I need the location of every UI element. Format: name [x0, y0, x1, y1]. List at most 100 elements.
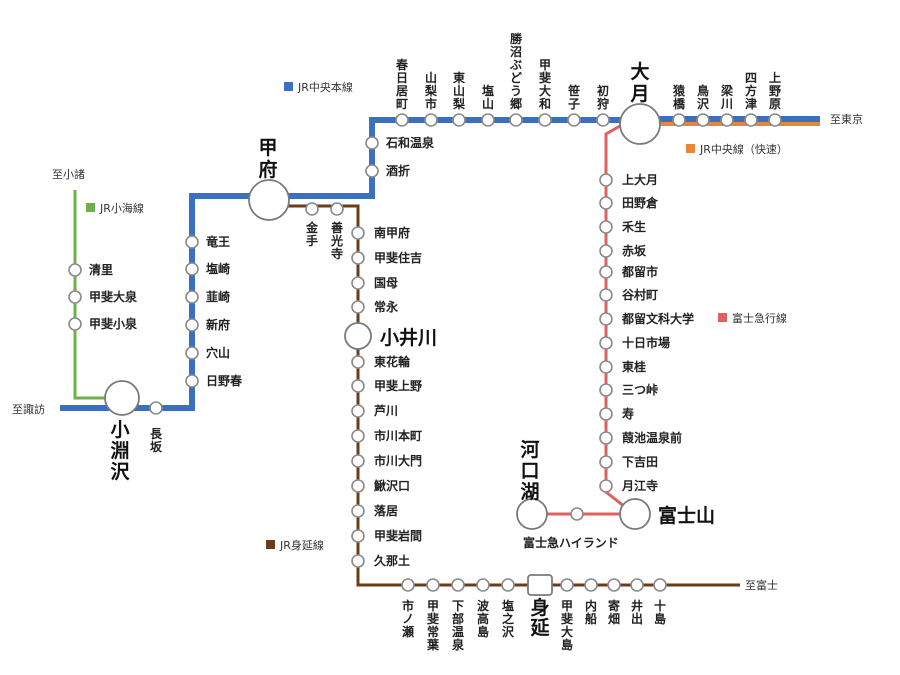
station-marker [607, 578, 621, 592]
hub-koigawa-label: 小井川 [380, 327, 437, 349]
station-marker [351, 404, 365, 418]
station-label: 赤坂 [622, 243, 647, 258]
station-label: 東桂 [622, 359, 646, 374]
station-label: 三つ峠 [622, 382, 658, 397]
station-marker [365, 164, 379, 178]
legend-fujikyu-swatch [718, 313, 727, 322]
hub-kawaguchiko-text: 河口湖 [520, 439, 539, 503]
station-label: 東花輪 [374, 354, 411, 369]
station-marker [599, 360, 613, 374]
station-label: 禾生 [622, 219, 646, 234]
station-label-vertical: 甲斐大和 [538, 58, 551, 111]
hub-kawaguchiko-marker [516, 498, 548, 530]
station-label-vertical: 下部温泉 [452, 599, 465, 652]
direction-fuji: 至富士 [745, 578, 778, 592]
station-label: 月江寺 [621, 478, 658, 493]
station-marker [560, 578, 574, 592]
station-label: 落居 [374, 503, 398, 518]
station-marker [452, 113, 466, 127]
station-label-vertical: 東山梨 [452, 70, 465, 111]
station-label: 田野倉 [622, 195, 659, 210]
station-label: 都留市 [621, 264, 658, 279]
station-marker [365, 136, 379, 150]
station-label: 久那土 [374, 553, 410, 568]
station-marker [351, 379, 365, 393]
station-marker [672, 113, 686, 127]
legend-koumi-label: JR小海線 [99, 201, 144, 215]
station-label: 日野春 [206, 373, 243, 388]
hub-kofu-marker [248, 179, 290, 221]
station-marker [570, 507, 584, 521]
station-label: 塩崎 [206, 261, 230, 276]
station-marker [599, 196, 613, 210]
station-label-vertical: 寄畑 [608, 598, 620, 626]
station-marker [538, 113, 552, 127]
station-marker [351, 300, 365, 314]
station-label: 甲斐岩間 [374, 528, 422, 543]
station-label: 石和温泉 [385, 135, 435, 150]
station-marker [599, 312, 613, 326]
station-label-vertical: 甲斐大島 [561, 599, 573, 652]
legend-chuo-rapid-label: JR中央線（快速） [699, 142, 788, 156]
fujikyu-highland-label: 富士急ハイランド [523, 535, 619, 550]
legend-chuo-swatch [284, 82, 293, 91]
station-label-vertical: 十島 [654, 598, 666, 626]
station-marker [584, 578, 598, 592]
station-marker [599, 244, 613, 258]
station-marker [351, 454, 365, 468]
hub-minobu-text: 身延 [529, 596, 550, 639]
station-marker [185, 318, 199, 332]
station-marker [720, 113, 734, 127]
station-label: 甲斐上野 [374, 378, 422, 393]
station-marker [401, 578, 415, 592]
station-marker [149, 401, 163, 415]
station-label-vertical: 笹子 [568, 83, 580, 111]
station-label: 甲斐小泉 [89, 316, 138, 331]
station-marker [185, 374, 199, 388]
station-marker [351, 355, 365, 369]
station-marker [351, 504, 365, 518]
station-label: 竜王 [206, 234, 230, 249]
minobu-line [270, 204, 740, 587]
station-marker [768, 113, 782, 127]
station-marker [68, 317, 82, 331]
station-marker [426, 578, 440, 592]
station-marker [185, 290, 199, 304]
hub-fujisan-marker [619, 498, 651, 530]
station-label: 新府 [206, 317, 230, 332]
station-label-vertical: 四方津 [745, 71, 757, 111]
direction-komoro: 至小諸 [52, 167, 85, 181]
station-marker [424, 113, 438, 127]
station-label-vertical: 塩之沢 [502, 598, 515, 639]
station-marker [696, 113, 710, 127]
station-label-vertical: 山梨市 [424, 70, 437, 111]
station-label: 清里 [89, 262, 113, 277]
hub-labels: 甲府 大月 小淵沢 河口湖 富士山 小井川 身延 富士急ハイランド [110, 60, 715, 639]
station-label: 常永 [374, 299, 398, 314]
hub-kobuchizawa-marker [104, 380, 140, 416]
station-marker [599, 220, 613, 234]
legend-chuo-rapid-swatch [686, 144, 695, 153]
station-label: 甲斐大泉 [89, 289, 138, 304]
station-marker [185, 346, 199, 360]
hub-koigawa-marker [344, 322, 372, 350]
station-label: 葭池温泉前 [622, 430, 682, 445]
station-label: 市川大門 [374, 453, 422, 468]
station-label-vertical: 金手 [305, 220, 319, 248]
station-marker [599, 407, 613, 421]
legend-fujikyu-label: 富士急行線 [732, 311, 787, 325]
legend-chuo-label: JR中央本線 [297, 80, 353, 94]
station-label-vertical: 上野原 [769, 70, 781, 111]
direction-suwa: 至諏訪 [12, 402, 45, 416]
station-label: 都留文科大学 [621, 311, 694, 326]
station-label: 韮崎 [206, 289, 230, 304]
station-marker [599, 383, 613, 397]
station-marker [599, 288, 613, 302]
station-label: 谷村町 [622, 287, 658, 302]
station-marker [567, 113, 581, 127]
station-label-vertical: 波高島 [477, 598, 490, 639]
station-label: 下吉田 [622, 454, 658, 469]
legend-minobu-label: JR身延線 [279, 538, 324, 552]
legend: JR中央本線 JR中央線（快速） JR小海線 JR身延線 富士急行線 [86, 80, 788, 552]
station-marker [68, 263, 82, 277]
